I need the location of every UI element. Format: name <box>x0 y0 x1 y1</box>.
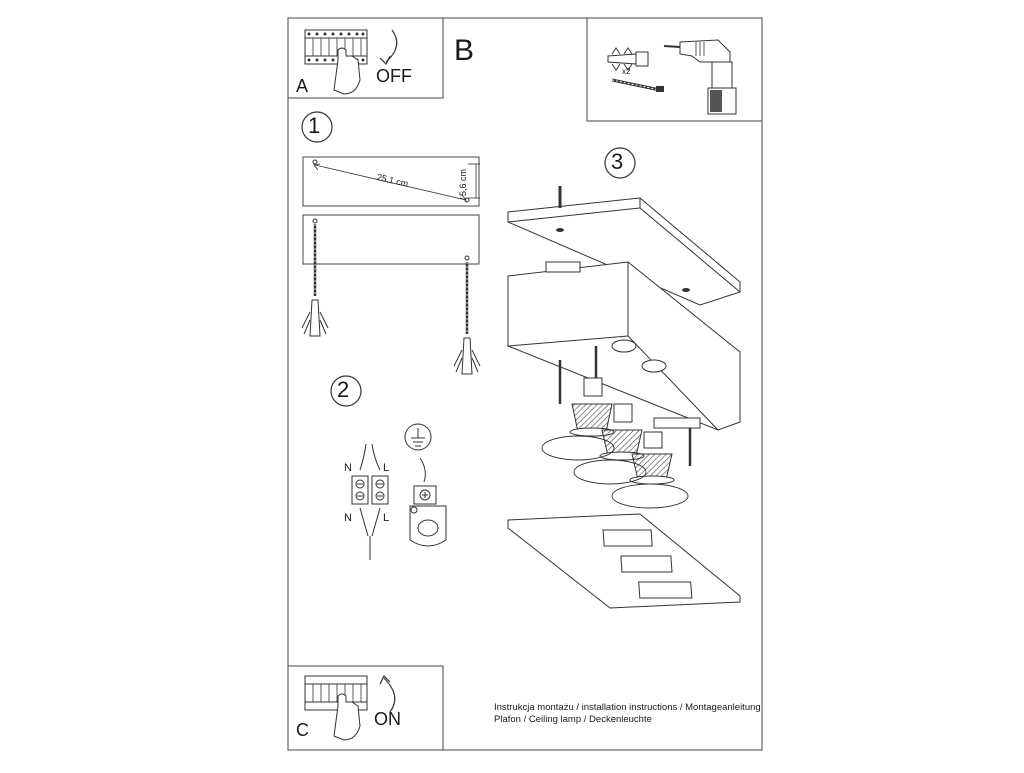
panel-a <box>287 17 444 99</box>
bulb-1 <box>569 377 615 437</box>
footer-line-1: Instrukcja montażu / installation instru… <box>494 702 761 713</box>
panel-c-label: C <box>296 720 309 740</box>
live-label-top: L <box>383 462 390 474</box>
cover-slot-3 <box>638 581 693 599</box>
footer-text: Instrukcja montażu / installation instru… <box>494 702 761 726</box>
screw-icon <box>611 78 664 92</box>
lamp-exploded-view <box>507 186 741 609</box>
off-label: OFF <box>376 66 412 86</box>
multiplier-label: x2 <box>622 67 631 76</box>
panel-b-label: B <box>454 34 475 67</box>
wall-plug-icon <box>607 47 649 71</box>
arrow-up-icon <box>383 677 396 713</box>
outer-frame <box>287 17 763 751</box>
step-2-circle <box>330 375 362 407</box>
footer-line-2: Plafon / Ceiling lamp / Deckenleuchte <box>494 714 652 725</box>
drill-icon <box>663 39 737 115</box>
breaker-panel-icon <box>304 29 368 65</box>
breaker-panel-icon-c <box>304 675 368 711</box>
ground-terminal <box>404 423 447 547</box>
panel-c <box>287 665 444 751</box>
hand-icon <box>333 47 361 95</box>
ring-3 <box>611 483 689 509</box>
step-3-label: 3 <box>611 149 624 174</box>
ring-2 <box>573 459 647 485</box>
hand-icon-c <box>333 693 361 741</box>
left-anchor-icon <box>301 224 329 337</box>
step-1-circle <box>301 111 333 143</box>
live-label-bottom: L <box>383 512 390 524</box>
right-anchor-icon <box>453 262 481 375</box>
panel-a-label: A <box>296 76 309 96</box>
cover-slot-1 <box>602 529 653 547</box>
wiring-diagram <box>351 443 389 560</box>
cover-slot-2 <box>620 555 673 573</box>
on-label: ON <box>374 709 401 729</box>
step-2-label: 2 <box>337 377 350 402</box>
step-1-label: 1 <box>308 113 321 138</box>
bulb-3 <box>629 431 675 485</box>
step-3-circle <box>604 147 636 179</box>
panel-tools <box>586 17 763 122</box>
drilling-template <box>302 214 480 265</box>
ring-1 <box>541 435 615 461</box>
mounting-template <box>302 156 480 207</box>
height-dimension: 5,6 cm <box>458 168 468 196</box>
neutral-label-top: N <box>344 462 352 474</box>
neutral-label-bottom: N <box>344 512 352 524</box>
